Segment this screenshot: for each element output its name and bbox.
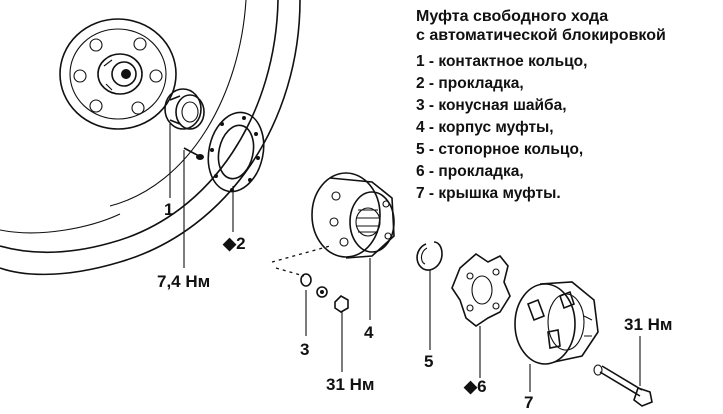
- legend-item: 3 - конусная шайба,: [416, 97, 567, 114]
- wheel-hub: [59, 18, 177, 130]
- part-1-contact-ring: [164, 88, 205, 130]
- part-3-cone-washer: [271, 245, 349, 313]
- torque-label-small-bolt: 7,4 Нм: [157, 272, 210, 291]
- title-line-2: с автоматической блокировкой: [416, 27, 666, 44]
- callout-1: 1: [164, 200, 173, 219]
- title-line-1: Муфта свободного хода: [416, 8, 608, 25]
- legend-item: 1 - контактное кольцо,: [416, 53, 587, 70]
- wheel-rim: [0, 0, 301, 276]
- callout-2: ◆2: [222, 234, 246, 253]
- long-bolt: [593, 364, 653, 407]
- legend-item: 6 - прокладка,: [416, 163, 524, 180]
- part-7-clutch-cover: [514, 281, 599, 365]
- part-6-gasket-plate: [451, 252, 511, 327]
- callout-3: 3: [300, 340, 309, 359]
- legend-item: 2 - прокладка,: [416, 75, 524, 92]
- callout-5: 5: [424, 352, 433, 371]
- callout-4: 4: [364, 323, 374, 342]
- legend-item: 4 - корпус муфты,: [416, 119, 554, 136]
- part-4-clutch-body: [311, 172, 395, 259]
- callout-7: 7: [524, 393, 533, 412]
- legend-item: 5 - стопорное кольцо,: [416, 141, 583, 158]
- callout-6: ◆6: [463, 377, 487, 396]
- part-5-snap-ring: [416, 241, 443, 271]
- leader-lines: [169, 124, 641, 392]
- torque-label-nut: 31 Нм: [326, 375, 375, 394]
- legend-item: 7 - крышка муфты.: [416, 185, 561, 202]
- small-bolt: [183, 147, 204, 160]
- torque-label-long-bolt: 31 Нм: [624, 315, 673, 334]
